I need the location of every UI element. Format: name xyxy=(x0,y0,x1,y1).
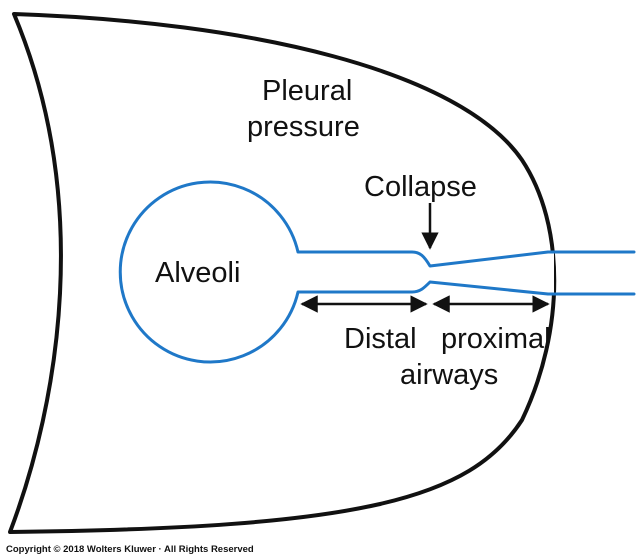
alveoli-label: Alveoli xyxy=(155,257,240,289)
wall-gap-mask xyxy=(540,253,554,293)
pleural-label-line1: Pleural xyxy=(262,75,352,107)
collapse-label: Collapse xyxy=(364,171,477,203)
pleural-boundary-outline xyxy=(8,12,557,534)
copyright-text: Copyright © 2018 Wolters Kluwer · All Ri… xyxy=(6,544,254,555)
airways-label: airways xyxy=(400,359,498,391)
distal-label: Distal xyxy=(344,323,417,355)
alveoli-and-airway-outline xyxy=(118,180,636,364)
proximal-label: proximal xyxy=(441,323,551,355)
pleural-label-line2: pressure xyxy=(247,111,360,143)
